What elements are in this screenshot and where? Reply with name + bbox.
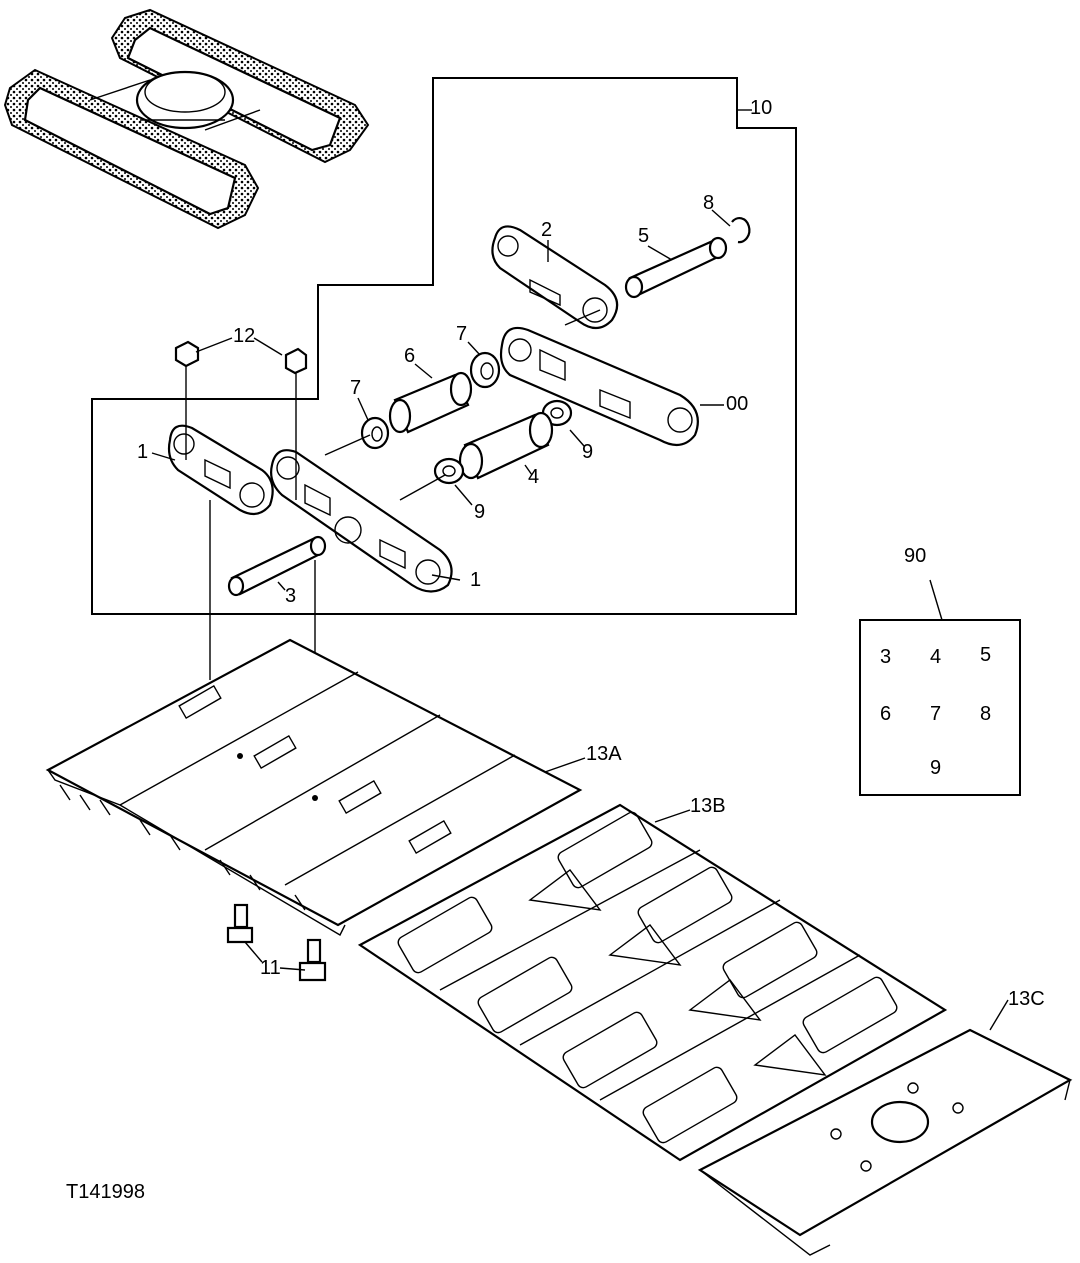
kit-item: 9 (930, 757, 941, 779)
bushing-4 (458, 411, 554, 480)
kit-90: 90 3 4 5 6 7 8 9 (859, 545, 1021, 796)
link-1-right (270, 449, 453, 593)
callout-12: 12 (233, 325, 255, 347)
pin-5 (624, 236, 728, 299)
callout-4: 4 (528, 466, 539, 488)
kit-item: 8 (980, 703, 991, 725)
figure-id: T141998 (66, 1181, 145, 1203)
track-shoe-13C (697, 1028, 1073, 1256)
callout-1-right: 1 (470, 569, 481, 591)
seal-7-upper (469, 351, 501, 389)
kit-box (859, 619, 1021, 796)
callout-13C: 13C (1008, 988, 1045, 1010)
callout-13B: 13B (690, 795, 726, 817)
link-1-left (167, 424, 274, 516)
snap-ring-8 (731, 217, 751, 244)
master-link-00 (499, 326, 699, 447)
bushing-6 (388, 371, 473, 434)
callout-3: 3 (285, 585, 296, 607)
callout-00: 00 (726, 393, 748, 415)
spacer-9-left (433, 457, 465, 485)
callout-10: 10 (750, 97, 772, 119)
kit-item: 3 (880, 646, 891, 668)
track-shoes-13A (45, 638, 583, 936)
callout-9-left: 9 (474, 501, 485, 523)
callout-8: 8 (703, 192, 714, 214)
pin-3 (227, 535, 327, 597)
callout-leaders (151, 109, 1009, 1031)
kit-item: 4 (930, 646, 941, 668)
nut-12-left (174, 340, 200, 368)
callout-5: 5 (638, 225, 649, 247)
callout-6: 6 (404, 345, 415, 367)
kit-label: 90 (904, 545, 926, 567)
callout-labels: 10 2 5 8 12 6 7 7 00 9 4 9 1 1 3 13A 13B… (137, 97, 1045, 1010)
bolt-11-left (226, 903, 254, 944)
nut-12-right (284, 347, 308, 375)
callout-2: 2 (541, 219, 552, 241)
callout-7-lower: 7 (350, 377, 361, 399)
callout-7-upper: 7 (456, 323, 467, 345)
track-frame-inset (3, 8, 370, 230)
callout-11: 11 (260, 957, 281, 979)
bolt-11-right (298, 938, 327, 982)
kit-item: 5 (980, 644, 991, 666)
track-shoes-13B (357, 803, 948, 1162)
kit-item: 7 (930, 703, 941, 725)
seal-7-lower (360, 416, 390, 450)
callout-1-left: 1 (137, 441, 148, 463)
master-link-2 (491, 225, 619, 330)
kit-item: 6 (880, 703, 891, 725)
assembly-boundary-10 (91, 77, 797, 615)
callout-13A: 13A (586, 743, 622, 765)
callout-9-right: 9 (582, 441, 593, 463)
